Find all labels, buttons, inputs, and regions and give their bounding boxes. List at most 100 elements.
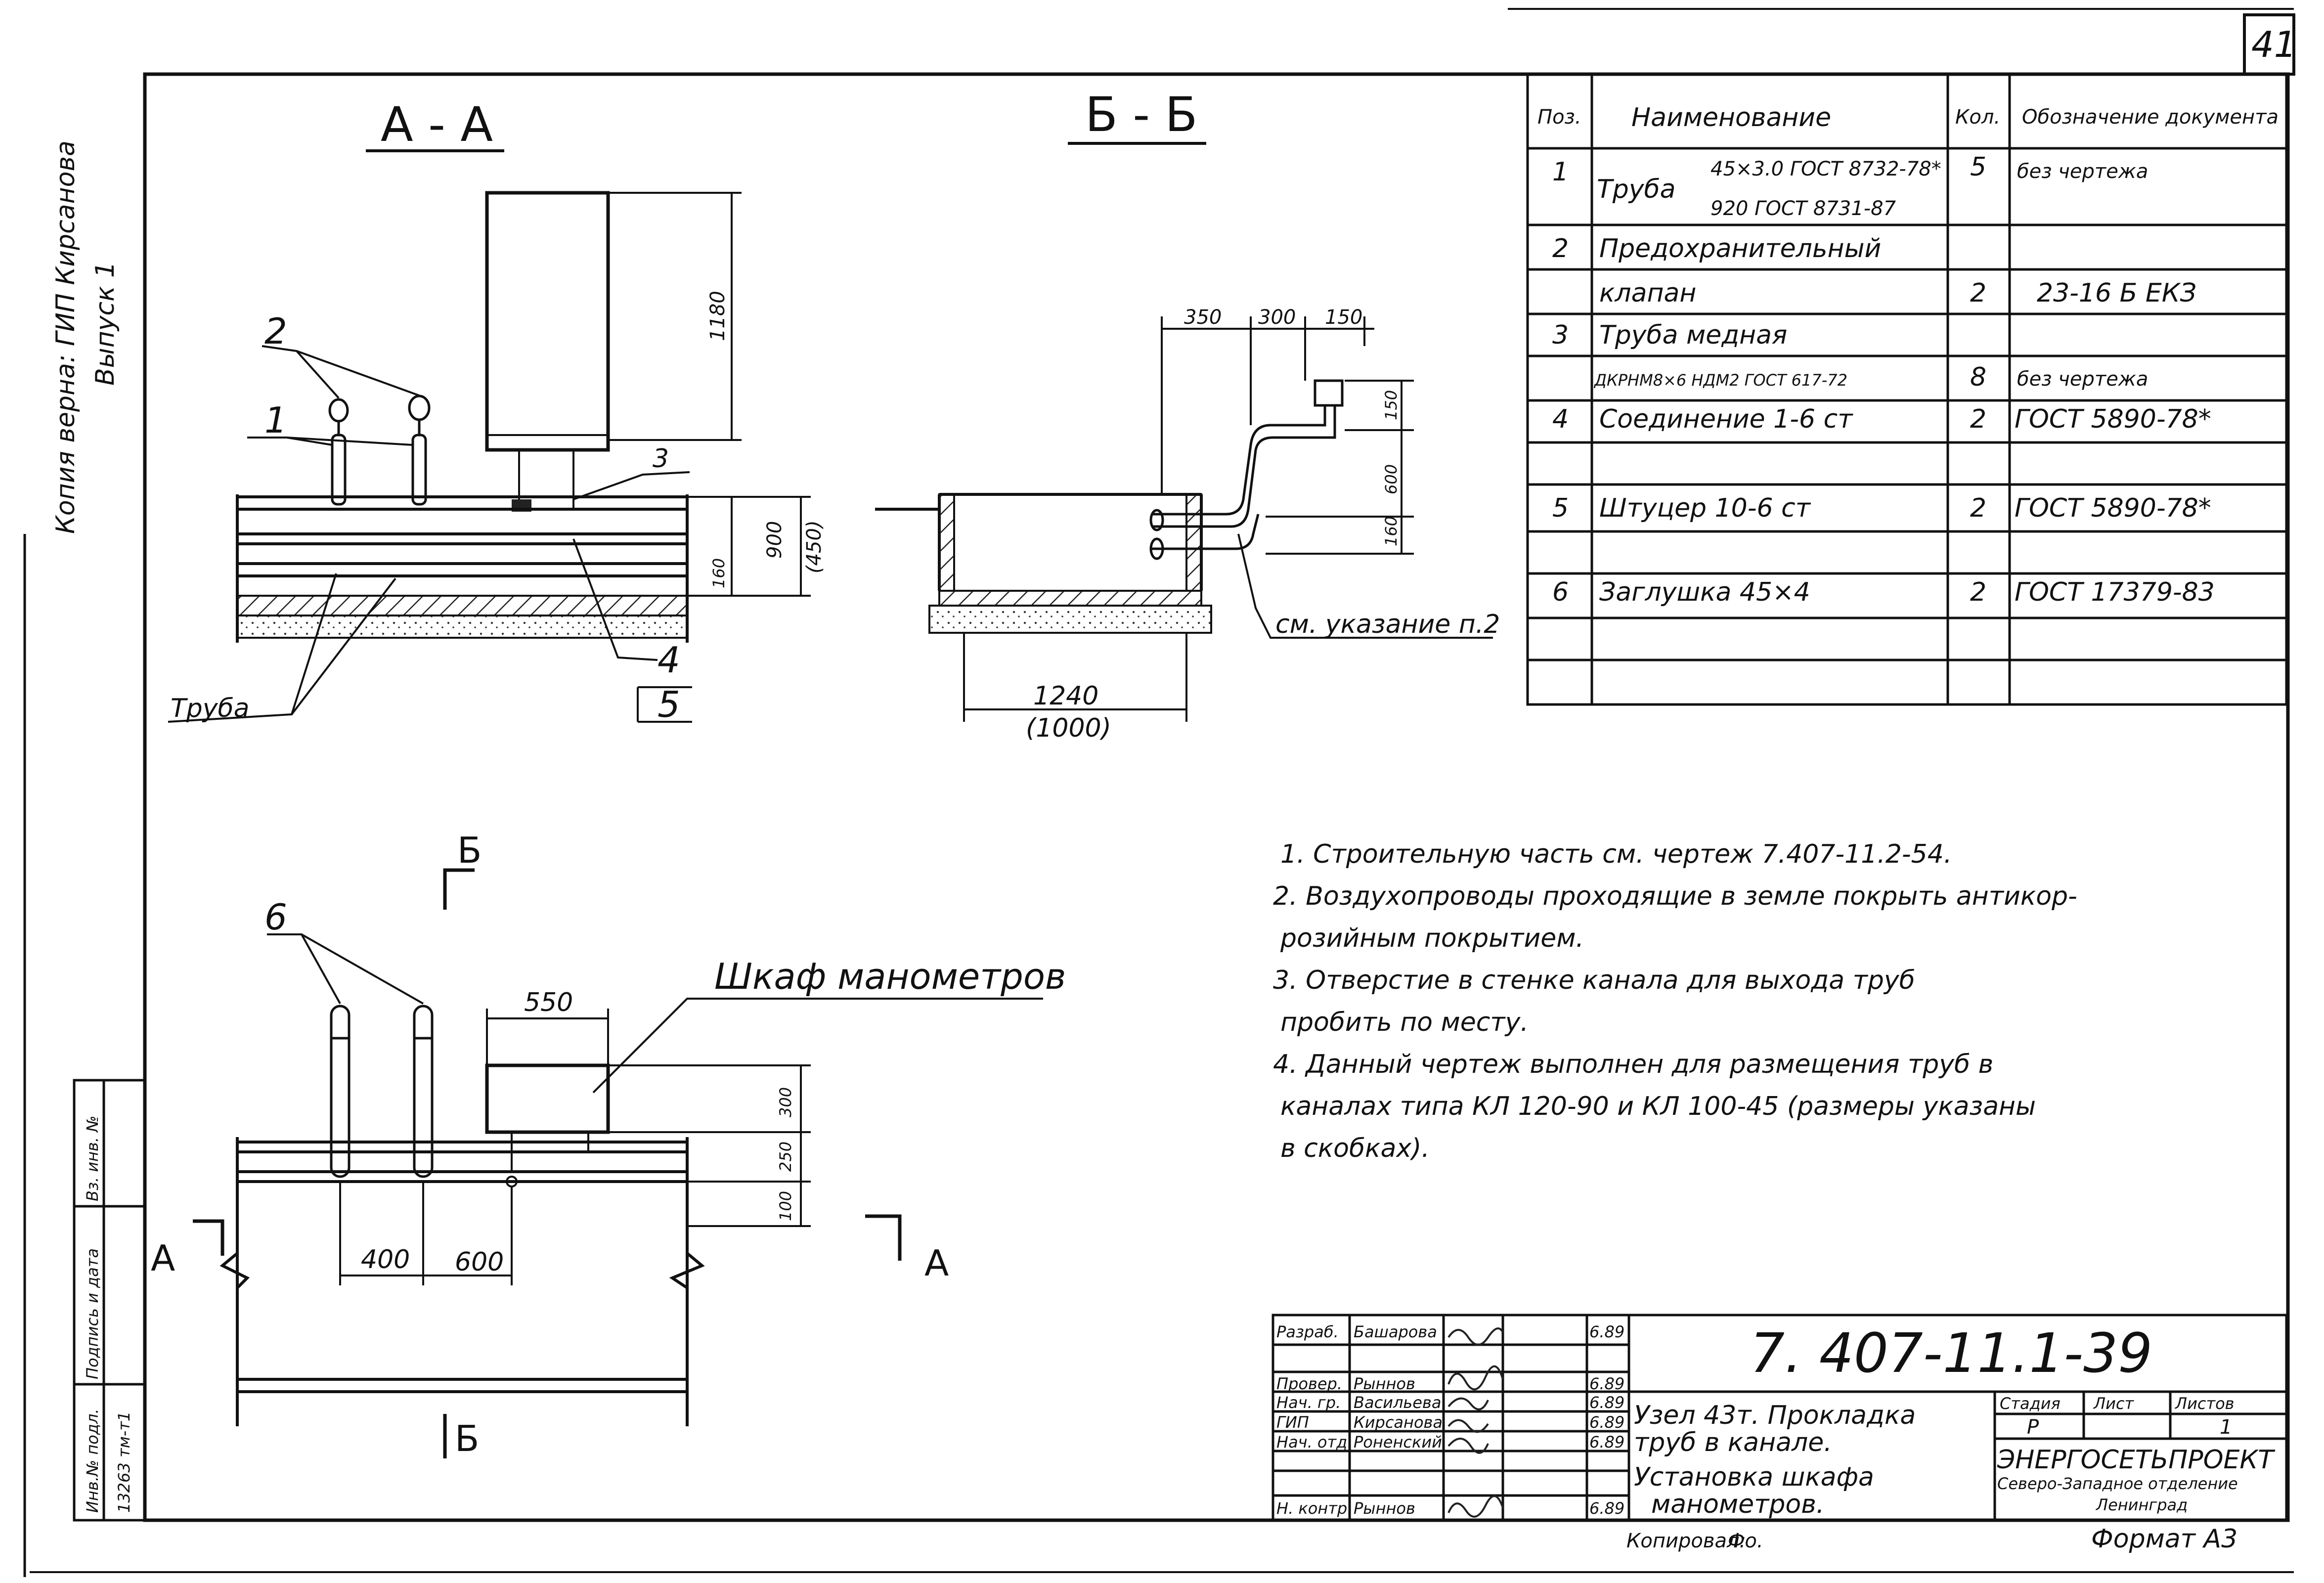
spec-row3-name: Труба медная: [1599, 320, 1787, 350]
spec-row5-doc: ГОСТ 5890-78*: [2015, 493, 2211, 523]
spec-row1-name-l2: 920 ГОСТ 8731-87: [1710, 197, 1896, 220]
signatures: [1447, 1327, 1504, 1518]
tb-date-2: 6.89: [1589, 1374, 1624, 1393]
dim-height-aa: 1180: [706, 291, 729, 341]
spec-row2-doc: 23-16 Б ЕКЗ: [2037, 278, 2196, 308]
spec-row6-pos: 6: [1552, 577, 1569, 607]
spec-row3-doc: без чертежа: [2017, 368, 2148, 391]
cut-b-top: Б: [457, 830, 482, 871]
copied-by-sign: Фо.: [1728, 1530, 1763, 1552]
notes: 1. Строительную часть см. чертеж 7.407-1…: [1273, 839, 2077, 1163]
sheets-total: 1: [2220, 1416, 2232, 1439]
tb-name-7: Рыннов: [1354, 1499, 1415, 1518]
note-line-4: 3. Отверстие в стенке канала для выхода …: [1273, 966, 1915, 995]
tb-date-1: 6.89: [1589, 1322, 1624, 1341]
spec-row3-name-l2: ДКРНМ8×6 НДМ2 ГОСТ 617-72: [1593, 371, 1847, 390]
tb-role-5: Нач. отд.: [1276, 1433, 1352, 1451]
pipe-label: Труба: [171, 694, 249, 723]
spec-row5-qty: 2: [1970, 493, 1986, 523]
note-line-2: 2. Воздухопроводы проходящие в земле пок…: [1273, 881, 2077, 911]
title-line-3: Установка шкафа: [1634, 1462, 1874, 1492]
spec-header-qty: Кол.: [1955, 106, 2000, 129]
spec-row1-name: Труба: [1597, 175, 1675, 204]
cabinet-label: Шкаф манометров: [714, 956, 1066, 997]
margin-inv-number: 13263 тм-т1: [115, 1411, 133, 1513]
margin-stamp-table: [73, 1079, 146, 1522]
tb-role-3: Нач. гр.: [1276, 1393, 1341, 1412]
dim-100-plan: 100: [776, 1191, 795, 1221]
dim-550: 550: [524, 988, 573, 1017]
tb-date-7: 6.89: [1589, 1499, 1624, 1518]
spec-header-doc: Обозначение документа: [2022, 106, 2279, 129]
dim-900: 900: [763, 521, 786, 559]
tb-role-1: Разраб.: [1276, 1322, 1339, 1341]
cabinet-aa: [485, 191, 610, 452]
view-bb: Б - Б 350 300: [875, 87, 1500, 743]
dim-300: 300: [1258, 306, 1296, 329]
title-line-2: труб в канале.: [1634, 1428, 1832, 1457]
tb-date-3: 6.89: [1589, 1393, 1624, 1412]
dim-150-top: 150: [1325, 306, 1362, 329]
spec-row1-doc: без чертежа: [2017, 160, 2148, 183]
pos-3-aa: 3: [653, 444, 669, 474]
spec-row1-name-l1: 45×3.0 ГОСТ 8732-78*: [1710, 158, 1941, 180]
spec-table: Поз. Наименование Кол. Обозначение докум…: [1526, 73, 2288, 706]
spec-row6-doc: ГОСТ 17379-83: [2015, 577, 2215, 607]
tb-name-2: Рыннов: [1354, 1374, 1415, 1393]
dim-1000: (1000): [1026, 713, 1111, 743]
sheets-header: Листов: [2175, 1394, 2235, 1413]
dim-300-plan: 300: [776, 1087, 795, 1117]
pos-6-plan: 6: [264, 896, 287, 938]
view-aa: А - А 1180: [168, 97, 826, 725]
spec-row5-name: Штуцер 10-6 ст: [1599, 493, 1811, 523]
view-bb-title: Б - Б: [1085, 87, 1197, 142]
margin-cell-sign: Подпись и дата: [83, 1248, 102, 1379]
copy-verified-text: Копия верна: ГИП Кирсанова: [51, 140, 81, 534]
sheet-number-box: 41: [2243, 13, 2297, 76]
tb-date-4: 6.89: [1589, 1413, 1624, 1432]
tb-name-5: Роненский: [1354, 1433, 1442, 1451]
dim-400: 400: [361, 1245, 410, 1275]
title-block: Разраб. Башарова 6.89 Провер. Рыннов 6.8…: [1272, 1314, 2288, 1522]
cut-a-right: А: [924, 1242, 949, 1284]
tb-name-4: Кирсанова: [1354, 1413, 1443, 1432]
spec-header-pos: Поз.: [1537, 106, 1581, 129]
dim-1240: 1240: [1033, 681, 1098, 711]
spec-row1-pos: 1: [1552, 157, 1569, 187]
spec-row4-pos: 4: [1552, 404, 1569, 434]
dim-350: 350: [1184, 306, 1222, 329]
spec-row3-qty: 8: [1970, 362, 1986, 392]
note-line-8: в скобках).: [1280, 1134, 1430, 1163]
title-line-4: манометров.: [1651, 1490, 1824, 1519]
spec-row4-name: Соединение 1-6 ст: [1599, 404, 1853, 434]
dim-150-right: 150: [1382, 390, 1401, 420]
spec-row2-qty: 2: [1970, 278, 1986, 308]
org-sub: Северо-Западное отделение: [1997, 1474, 2238, 1493]
sheet-header: Лист: [2093, 1394, 2134, 1413]
sheet-format: Формат А3: [2091, 1524, 2237, 1554]
pos-4-aa: 4: [658, 639, 680, 681]
pos-2-aa: 2: [264, 310, 287, 352]
org-name: ЭНЕРГОСЕТЬПРОЕКТ: [1997, 1445, 2276, 1475]
spec-row1-qty: 5: [1970, 152, 1986, 182]
spec-row4-doc: ГОСТ 5890-78*: [2015, 404, 2211, 434]
pos-1-aa: 1: [264, 399, 287, 441]
tb-role-7: Н. контр.: [1276, 1499, 1352, 1518]
title-line-1: Узел 43т. Прокладка: [1634, 1401, 1916, 1430]
dim-450: (450): [803, 520, 826, 573]
spec-row4-qty: 2: [1970, 404, 1986, 434]
spec-row6-name: Заглушка 45×4: [1599, 577, 1810, 607]
margin-cell-inv: Инв.№ подл.: [83, 1408, 102, 1513]
note-line-7: каналах типа КЛ 120-90 и КЛ 100-45 (разм…: [1280, 1092, 2036, 1121]
tb-role-2: Провер.: [1276, 1374, 1342, 1393]
sheet-frame: [23, 8, 2294, 1577]
org-city: Ленинград: [2096, 1495, 2188, 1514]
tb-date-5: 6.89: [1589, 1433, 1624, 1451]
cut-a-left: А: [151, 1237, 175, 1279]
spec-header-name: Наименование: [1631, 103, 1831, 132]
dim-600-bb: 600: [1382, 464, 1401, 494]
copied-by: Копировал:: [1626, 1530, 1746, 1552]
tb-name-3: Васильева: [1354, 1393, 1441, 1412]
pos-5-aa: 5: [658, 684, 680, 725]
stage-header: Стадия: [2000, 1394, 2061, 1413]
